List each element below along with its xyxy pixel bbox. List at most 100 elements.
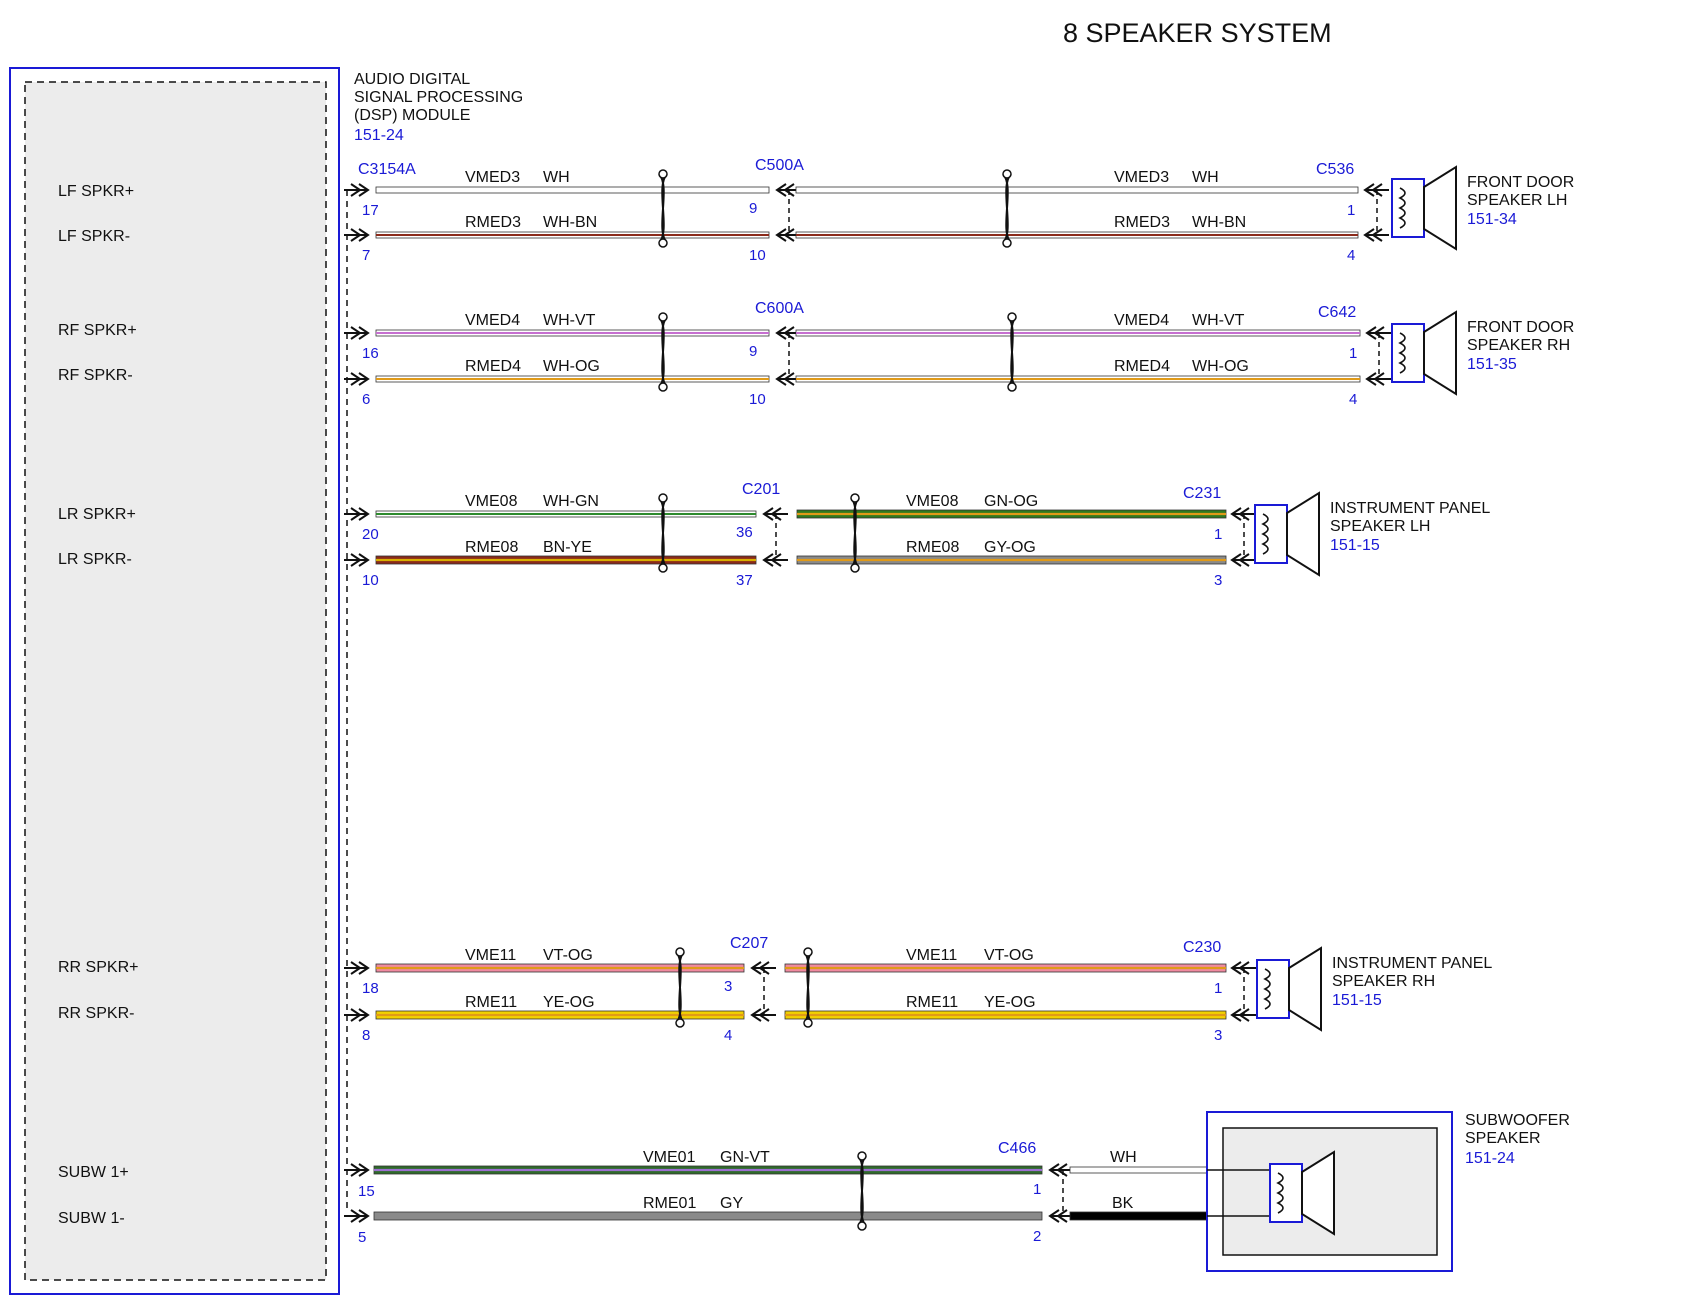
wire-subwoofer-minus [373,1211,1043,1221]
wire-color-label: WH [543,169,570,186]
end-pin-number-minus: 3 [1214,572,1222,589]
inline-pin-number-plus: 36 [736,524,753,541]
end-pin-number-minus: 4 [1349,391,1357,408]
wire-circuit-label: VMED3 [465,169,520,186]
wire-circuit-label: RME08 [465,539,518,556]
inline-pin-number-minus: 10 [749,247,766,264]
twisted-pair-icon [857,1151,867,1231]
wire-color-label: GN-VT [720,1149,770,1166]
pin-label-lr-minus: LR SPKR- [58,551,132,568]
wire-color-label: VT-OG [984,947,1034,964]
wire-circuit-label: VMED4 [465,312,520,329]
wire-circuit-label: VME08 [465,493,518,510]
end-connector-name: C642 [1318,304,1356,321]
wire-color-label: GY-OG [984,539,1036,556]
wire-circuit-label: VME08 [906,493,959,510]
end-pin-number-minus: 3 [1214,1027,1222,1044]
speaker-icon [1254,491,1320,577]
wire-color-label: GN-OG [984,493,1038,510]
wire-color-label: WH-BN [1192,214,1246,231]
module-pin-arrow-minus [344,1008,370,1022]
subwoofer-ref: 151-24 [1465,1150,1515,1167]
twisted-pair-icon [658,312,668,392]
speaker-name-line-1: FRONT DOOR [1467,174,1574,191]
inline-connector-name: C207 [730,935,768,952]
wire-color-label: WH-OG [1192,358,1249,375]
twisted-pair-icon [850,493,860,573]
wire-segment2-plus [795,329,1361,337]
module-pin-number-plus: 16 [362,345,379,362]
pin-label-lf-minus: LF SPKR- [58,228,130,245]
end-pin-number-plus: 1 [1214,980,1222,997]
module-name-line-1: AUDIO DIGITAL [354,71,470,88]
speaker-name-line-1: FRONT DOOR [1467,319,1574,336]
end-pin-number-plus: 1 [1214,526,1222,543]
wire-color-label: YE-OG [543,994,595,1011]
wire-segment2-plus [784,963,1227,973]
speaker-ref: 151-15 [1330,537,1380,554]
module-pin-arrow-plus [344,183,370,197]
module-pin-number-minus: 7 [362,247,370,264]
wire-segment1-minus [375,375,770,383]
wire-circuit-label: RMED3 [1114,214,1170,231]
speaker-icon [1391,165,1457,251]
module-name-line-3: (DSP) MODULE [354,107,470,124]
wire-circuit-label: RME11 [465,994,517,1011]
pin-label-rf-minus: RF SPKR- [58,367,133,384]
subwoofer-speaker-icon [1269,1150,1335,1236]
inline-connector-name: C201 [742,481,780,498]
speaker-ref: 151-34 [1467,211,1517,228]
speaker-icon [1391,310,1457,396]
pin-label-subw-minus: SUBW 1- [58,1210,125,1227]
wire-segment2-minus [795,375,1361,383]
wire-color-label: WH-OG [543,358,600,375]
wire-circuit-label: VME11 [465,947,516,964]
wire-segment1-minus [375,1010,745,1020]
module-pin-arrow-plus [344,961,370,975]
end-connector-name: C231 [1183,485,1221,502]
wire-segment2-minus [795,231,1359,239]
module-pin-arrow-minus [344,553,370,567]
inline-pin-number-minus: 4 [724,1027,732,1044]
inline-pin-number-plus: 9 [749,200,757,217]
end-pin-number-minus: 4 [1347,247,1355,264]
inline-pin-number-plus: 3 [724,978,732,995]
wire-circuit-label: VME11 [906,947,957,964]
module-pin-number-minus: 10 [362,572,379,589]
wire-color-label: WH-VT [1192,312,1245,329]
module-pin-arrow-plus [344,1163,370,1177]
wire-color-label: WH-GN [543,493,599,510]
pin-label-rf-plus: RF SPKR+ [58,322,137,339]
subwoofer-pin-number-plus: 1 [1033,1181,1041,1198]
end-pin-number-plus: 1 [1347,202,1355,219]
module-connector: C3154A [358,161,416,178]
wire-color-label: WH-VT [543,312,596,329]
wire-color-label: BK [1112,1195,1134,1212]
twisted-pair-icon [1007,312,1017,392]
wire-subwoofer-internal-plus [1069,1166,1208,1174]
module-pin-number-plus: 15 [358,1183,375,1200]
wire-circuit-label: VMED3 [1114,169,1169,186]
wire-circuit-label: RME11 [906,994,958,1011]
speaker-name-line-1: INSTRUMENT PANEL [1332,955,1492,972]
wire-color-label: YE-OG [984,994,1036,1011]
module-pin-number-plus: 17 [362,202,379,219]
wire-circuit-label: RME01 [643,1195,696,1212]
pin-label-rr-minus: RR SPKR- [58,1005,134,1022]
speaker-ref: 151-35 [1467,356,1517,373]
module-pin-number-plus: 18 [362,980,379,997]
wire-circuit-label: RME08 [906,539,959,556]
wire-circuit-label: RMED4 [1114,358,1170,375]
wire-color-label: GY [720,1195,743,1212]
end-connector-arrow-minus [1363,228,1389,242]
module-pin-number-minus: 8 [362,1027,370,1044]
wire-circuit-label: VME01 [643,1149,696,1166]
module-pin-arrow-minus [344,228,370,242]
wire-circuit-label: RMED4 [465,358,521,375]
inline-pin-number-minus: 37 [736,572,753,589]
module-pin-number-minus: 5 [358,1229,366,1246]
